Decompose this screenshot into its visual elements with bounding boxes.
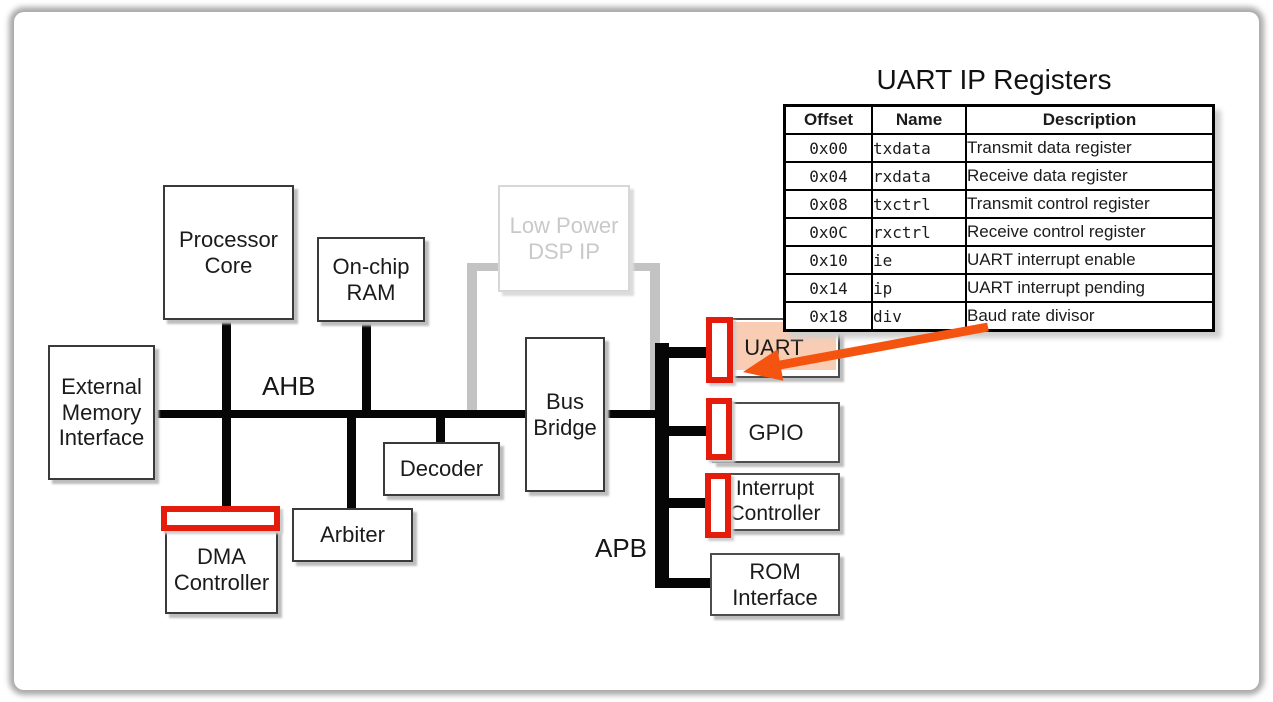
block-low-power-dsp-ip: Low Power DSP IP [498, 185, 630, 292]
cell-name: ip [871, 273, 967, 303]
processor-dma-drop-line [222, 318, 231, 510]
block-dma-controller-label: DMA Controller [173, 543, 270, 595]
cell-offset: 0x00 [783, 133, 873, 163]
dsp-connector-right [650, 263, 660, 412]
table-row: 0x14 ip UART interrupt pending [783, 273, 1215, 303]
cell-offset: 0x18 [783, 301, 873, 332]
cell-offset: 0x14 [783, 273, 873, 303]
uart-stub-line [662, 347, 712, 358]
apb-bus-label: APB [595, 533, 648, 563]
block-arbiter: Arbiter [292, 508, 413, 562]
cell-name: txctrl [871, 189, 967, 219]
dma-highlight-rect [161, 506, 280, 531]
block-low-power-dsp-ip-label: Low Power DSP IP [509, 212, 619, 264]
block-onchip-ram: On-chip RAM [317, 237, 425, 322]
cell-description: Receive control register [965, 217, 1215, 247]
table-row: 0x10 ie UART interrupt enable [783, 245, 1215, 275]
cell-offset: 0x04 [783, 161, 873, 191]
gpio-highlight-rect [706, 398, 732, 460]
table-row: 0x04 rxdata Receive data register [783, 161, 1215, 191]
rom-stub-line [662, 578, 712, 588]
gpio-stub-line [662, 426, 712, 436]
ram-drop-line [362, 320, 371, 415]
cell-description: Transmit data register [965, 133, 1215, 163]
block-onchip-ram-label: On-chip RAM [332, 253, 410, 305]
dsp-connector-left [467, 263, 477, 412]
column-header-description: Description [965, 104, 1215, 135]
cell-name: ie [871, 245, 967, 275]
table-row: 0x00 txdata Transmit data register [783, 133, 1215, 163]
ahb-bus-line [152, 410, 525, 418]
block-gpio-label: GPIO [748, 419, 804, 445]
dsp-connector-right-top [627, 263, 660, 271]
block-arbiter-label: Arbiter [320, 522, 385, 548]
block-uart-label: UART [744, 335, 804, 361]
table-row: 0x18 div Baud rate divisor [783, 301, 1215, 332]
interrupt-stub-line [662, 498, 710, 508]
uart-register-table: Offset Name Description 0x00 txdata Tran… [783, 104, 1215, 332]
table-header-row: Offset Name Description [783, 104, 1215, 135]
cell-name: txdata [871, 133, 967, 163]
cell-description: Baud rate divisor [965, 301, 1215, 332]
cell-description: Transmit control register [965, 189, 1215, 219]
cell-description: Receive data register [965, 161, 1215, 191]
register-table-title: UART IP Registers [876, 64, 1112, 95]
table-row: 0x0C rxctrl Receive control register [783, 217, 1215, 247]
block-rom-interface: ROM Interface [710, 553, 840, 616]
interrupt-highlight-rect [705, 473, 731, 538]
block-interrupt-controller: Interrupt Controller [710, 473, 840, 531]
block-gpio: GPIO [712, 402, 840, 463]
ahb-bus-label: AHB [262, 371, 316, 401]
cell-name: rxctrl [871, 217, 967, 247]
block-decoder-label: Decoder [399, 456, 484, 482]
block-interrupt-controller-label: Interrupt Controller [729, 477, 821, 525]
block-processor-core-label: Processor Core [178, 226, 279, 278]
decoder-drop-line [436, 412, 445, 444]
cell-description: UART interrupt pending [965, 273, 1215, 303]
cell-name: rxdata [871, 161, 967, 191]
block-rom-interface-label: ROM Interface [732, 558, 818, 610]
block-external-memory-interface: External Memory Interface [48, 345, 155, 480]
ahb-to-bridge-line [603, 410, 668, 418]
apb-bus-line [655, 343, 669, 588]
arbiter-drop-line [347, 412, 356, 510]
block-dma-controller: DMA Controller [165, 511, 278, 614]
cell-description: UART interrupt enable [965, 245, 1215, 275]
dsp-connector-left-top [467, 263, 501, 271]
column-header-name: Name [871, 104, 967, 135]
cell-name: div [871, 301, 967, 332]
block-bus-bridge: Bus Bridge [525, 337, 605, 492]
block-processor-core: Processor Core [163, 185, 294, 320]
block-external-memory-interface-label: External Memory Interface [58, 373, 145, 451]
table-row: 0x08 txctrl Transmit control register [783, 189, 1215, 219]
column-header-offset: Offset [783, 104, 873, 135]
cell-offset: 0x08 [783, 189, 873, 219]
cell-offset: 0x10 [783, 245, 873, 275]
block-bus-bridge-label: Bus Bridge [533, 388, 597, 440]
uart-highlight-rect [706, 317, 733, 383]
block-decoder: Decoder [383, 442, 500, 496]
cell-offset: 0x0C [783, 217, 873, 247]
